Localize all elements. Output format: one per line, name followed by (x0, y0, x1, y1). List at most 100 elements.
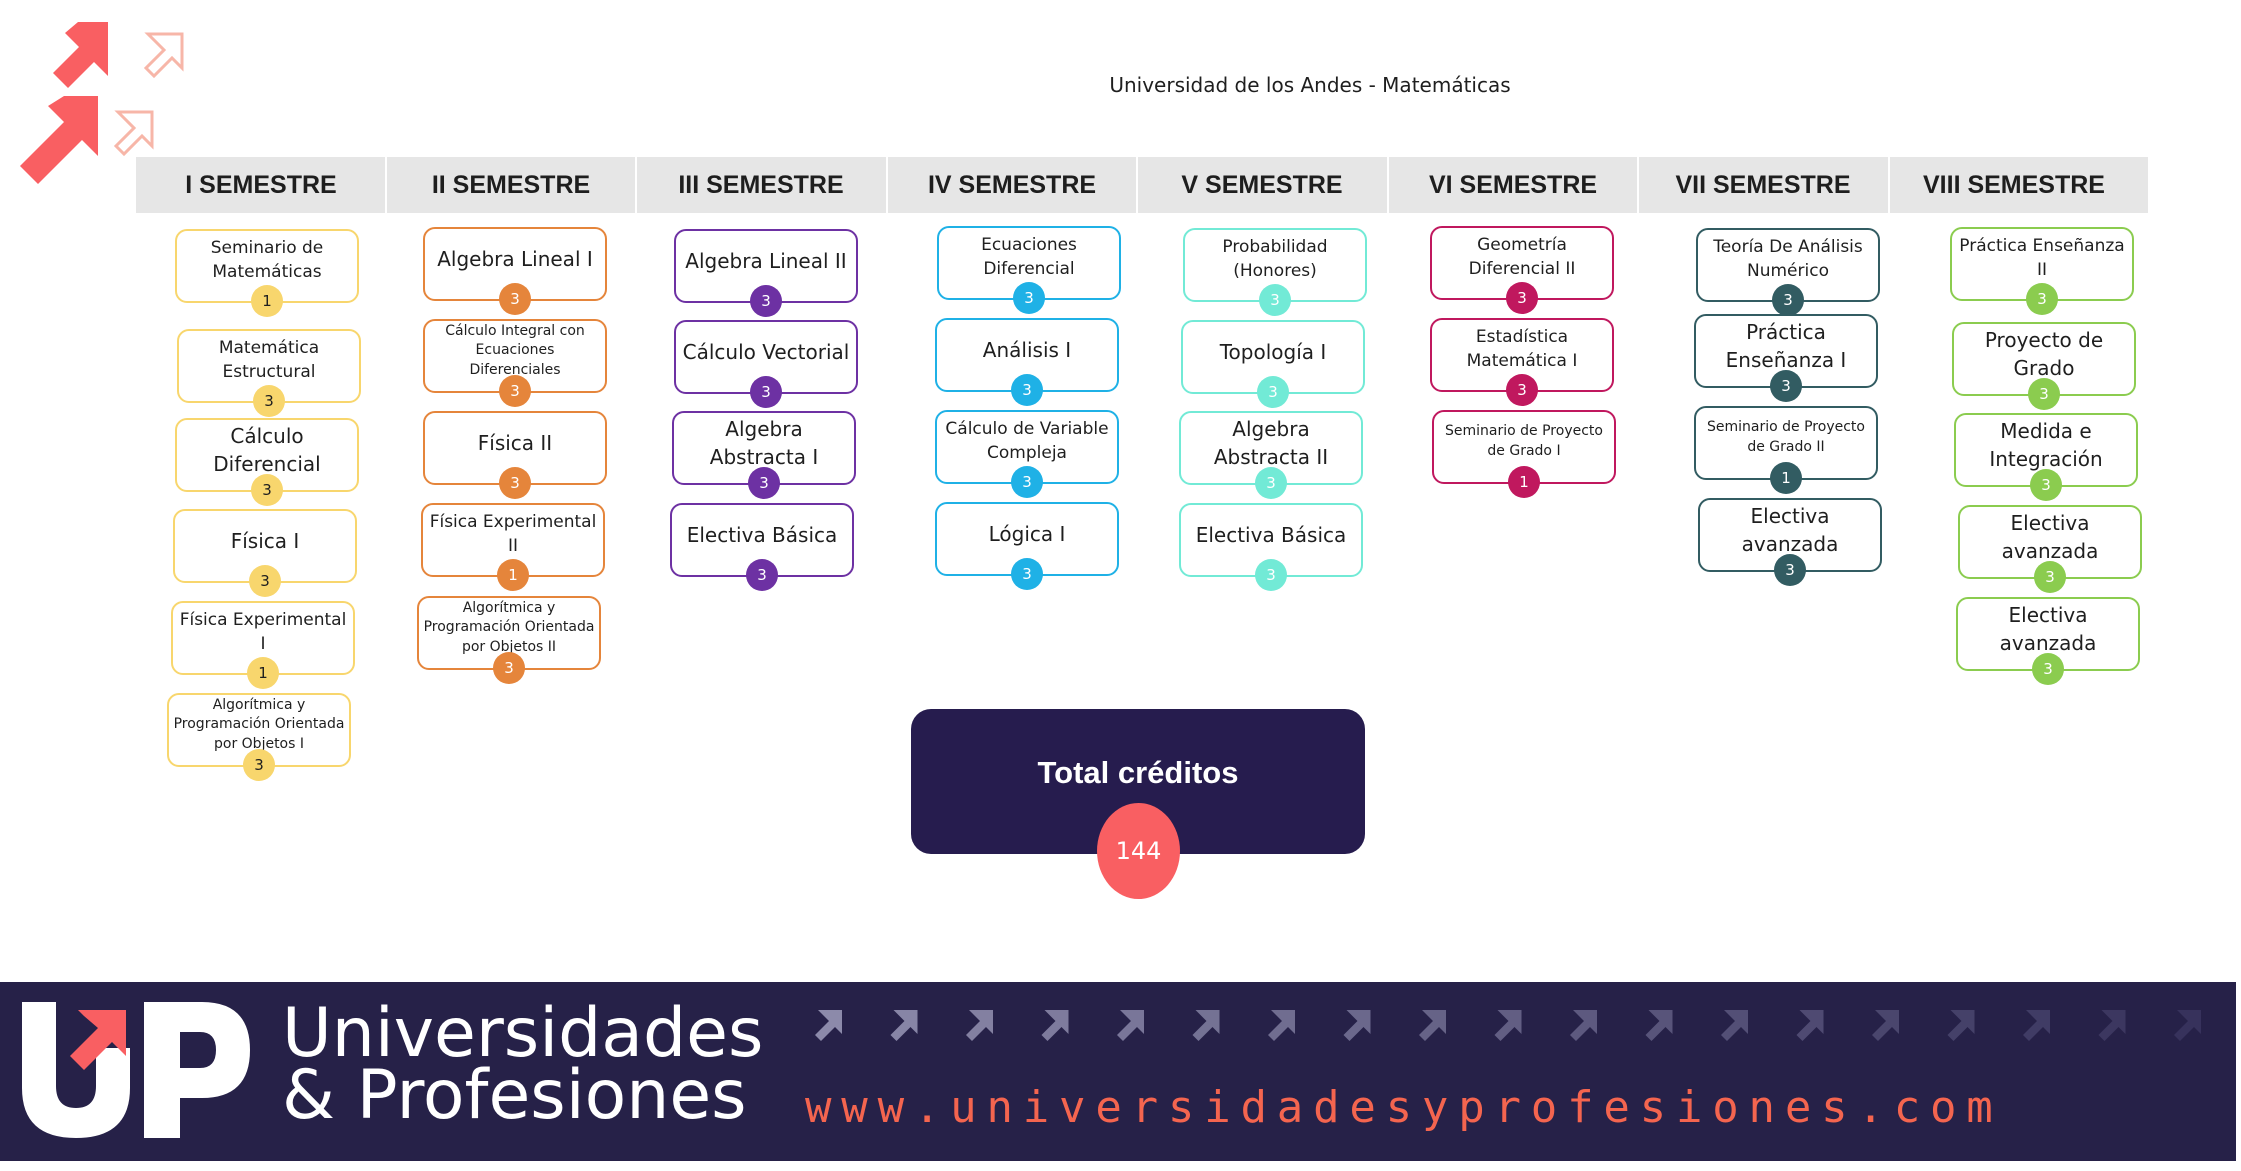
credits-badge: 3 (746, 559, 778, 591)
semester-header-2: II SEMESTRE (431, 170, 591, 199)
course-name: Lógica I (988, 522, 1066, 546)
arrow-up-right-icon (1796, 1010, 1824, 1041)
course-card[interactable]: Cálculo Integral con Ecuaciones Diferenc… (423, 319, 607, 407)
course-name: Electiva avanzada (1741, 504, 1839, 556)
semester-header-8: VIII SEMESTRE (1923, 170, 2105, 199)
credits-badge: 3 (1770, 370, 1802, 402)
course-name: Probabilidad (Honores) (1222, 237, 1328, 281)
course-name: Topología I (1219, 340, 1327, 364)
credits-badge: 3 (249, 565, 281, 597)
course-name: Estadística Matemática I (1466, 327, 1578, 371)
credits-badge: 3 (1013, 282, 1045, 314)
credits-badge: 3 (499, 375, 531, 407)
semester-divider (385, 157, 387, 213)
credits-badge: 3 (1011, 466, 1043, 498)
arrow-up-right-icon (1570, 1010, 1597, 1041)
semester-header-bar (136, 157, 2148, 213)
course-card[interactable]: Topología I 3 (1181, 320, 1365, 408)
course-card[interactable]: Algorítmica y Programación Orientada por… (417, 596, 601, 684)
course-name: Electiva Básica (686, 523, 838, 547)
course-name: Cálculo Vectorial (682, 340, 850, 364)
arrow-up-right-icon (1721, 1010, 1748, 1041)
course-name: Algorítmica y Programación Orientada por… (423, 599, 595, 655)
credits-badge: 3 (1257, 376, 1289, 408)
semester-header-7: VII SEMESTRE (1675, 170, 1851, 199)
footer-banner (0, 982, 2236, 1161)
credits-badge: 3 (1506, 282, 1538, 314)
course-name: Algebra Lineal II (685, 249, 847, 273)
credits-badge: 3 (251, 474, 283, 506)
course-name: Algebra Lineal I (437, 247, 593, 271)
semester-header-5: V SEMESTRE (1181, 170, 1343, 199)
course-card[interactable]: Electiva Básica 3 (1179, 503, 1363, 591)
credits-badge: 3 (253, 385, 285, 417)
credits-badge: 3 (1506, 374, 1538, 406)
website-url[interactable]: www.universidadesyprofesiones.com (805, 1082, 2003, 1133)
credits-badge: 3 (493, 652, 525, 684)
semester-divider (886, 157, 888, 213)
course-name: Electiva avanzada (2001, 511, 2099, 563)
course-card[interactable]: Probabilidad (Honores)3 (1183, 228, 1367, 316)
credits-badge: 3 (750, 376, 782, 408)
credits-badge: 3 (2034, 561, 2066, 593)
course-name: Física Experimental II (429, 512, 597, 556)
course-card[interactable]: Electiva Básica 3 (670, 503, 854, 591)
credits-badge: 3 (1255, 559, 1287, 591)
course-name: Algebra Abstracta I (709, 417, 819, 469)
course-name: Electiva Básica (1195, 523, 1347, 547)
semester-divider (1387, 157, 1389, 213)
credits-badge: 3 (499, 283, 531, 315)
course-name: Teoría De Análisis Numérico (1713, 237, 1863, 281)
credits-badge: 1 (251, 285, 283, 317)
credits-badge: 3 (748, 467, 780, 499)
course-card[interactable]: Cálculo Vectorial 3 (674, 320, 858, 408)
arrow-up-right-icon (1343, 1010, 1371, 1041)
arrow-up-right-icon (890, 1010, 918, 1041)
credits-badge: 3 (243, 749, 275, 781)
course-name: Medida e Integración (1989, 419, 2103, 471)
course-name: Cálculo de Variable Compleja (945, 419, 1109, 463)
course-name: Electiva avanzada (1999, 603, 2097, 655)
total-credits-value: 144 (1097, 803, 1180, 899)
total-credits-label: Total créditos (1037, 755, 1239, 790)
credits-badge: 3 (499, 467, 531, 499)
course-card[interactable]: Algebra Lineal I 3 (423, 227, 607, 315)
semester-header-1: I SEMESTRE (185, 170, 337, 199)
brand-name: Universidades & Profesiones (282, 1000, 763, 1130)
course-card[interactable]: Algorítmica y Programación Orientada por… (167, 693, 351, 781)
arrow-up-right-icon (1645, 1010, 1673, 1041)
credits-badge: 1 (1508, 466, 1540, 498)
credits-badge: 3 (2030, 469, 2062, 501)
credits-badge: 3 (1255, 467, 1287, 499)
course-name: Práctica Enseñanza II (1959, 236, 2125, 280)
up-logo-icon (22, 1002, 250, 1138)
arrow-up-right-icon (1117, 1010, 1144, 1041)
course-name: Cálculo Integral con Ecuaciones Diferenc… (445, 322, 585, 378)
